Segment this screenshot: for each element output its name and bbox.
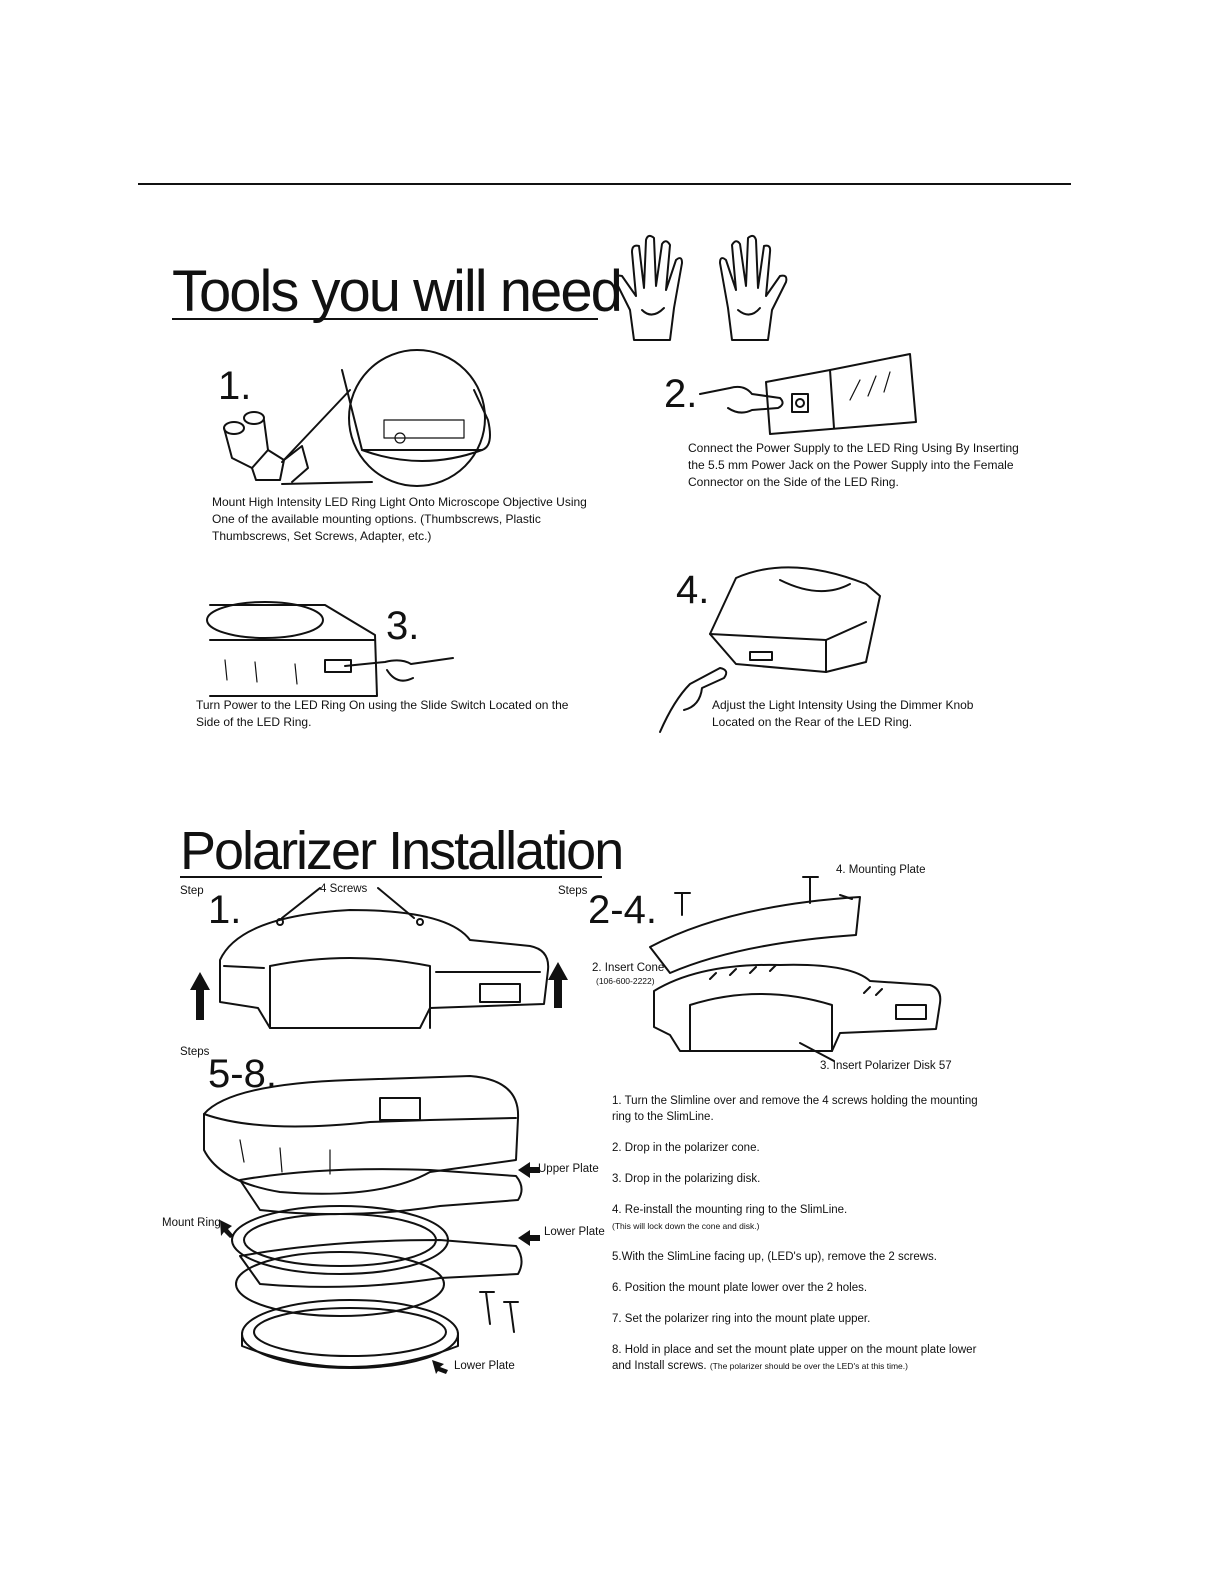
polarizer-title-underline (180, 876, 602, 878)
label-4-screws: 4 Screws (320, 883, 368, 895)
microscope-illustration (223, 349, 491, 487)
label-mount-ring: Mount Ring (162, 1217, 221, 1229)
instruction-5: 5.With the SlimLine facing up, (LED's up… (612, 1251, 937, 1263)
step2-caption: Connect the Power Supply to the LED Ring… (688, 441, 1019, 489)
instruction-7: 7. Set the polarizer ring into the mount… (612, 1313, 871, 1325)
label-polarizer-disk: 3. Insert Polarizer Disk 57 (820, 1060, 952, 1072)
label-upper-plate: Upper Plate (538, 1163, 599, 1175)
step3-caption: Turn Power to the LED Ring On using the … (196, 698, 569, 729)
dimmer-knob-illustration (659, 566, 881, 733)
step2-number: 2. (664, 372, 698, 416)
slide-switch-illustration (206, 601, 454, 697)
step3-number: 3. (386, 604, 420, 648)
instruction-2: 2. Drop in the polarizer cone. (612, 1142, 760, 1154)
exploded-assembly-illustration (203, 1075, 540, 1374)
instruction-8-note: (The polarizer should be over the LED's … (709, 1361, 908, 1371)
label-cone-part-number: (106-600-2222) (596, 976, 655, 986)
instruction-3: 3. Drop in the polarizing disk. (612, 1173, 761, 1185)
label-lower-plate-upper: Lower Plate (544, 1226, 605, 1238)
header-rule (138, 183, 1071, 185)
instruction-4-note: (This will lock down the cone and disk.) (612, 1221, 760, 1231)
step-label-2: Steps (558, 885, 588, 897)
instruction-6: 6. Position the mount plate lower over t… (612, 1282, 868, 1294)
step4-number: 4. (676, 568, 710, 612)
tools-title-underline (172, 318, 598, 320)
slimline-underside-illustration (190, 887, 568, 1029)
polarizer-instructions: 1. Turn the Slimline over and remove the… (612, 1093, 992, 1389)
power-jack-illustration (699, 353, 917, 435)
label-lower-plate-bottom: Lower Plate (454, 1360, 515, 1372)
gloves-icon (614, 234, 788, 341)
step4-caption: Adjust the Light Intensity Using the Dim… (712, 698, 974, 729)
instruction-8: 8. Hold in place and set the mount plate… (612, 1344, 977, 1372)
polarizer-step1-number: 1. (208, 888, 242, 932)
polarizer-steps2-4-number: 2-4. (588, 888, 657, 932)
label-mounting-plate: 4. Mounting Plate (836, 864, 926, 876)
instruction-4: 4. Re-install the mounting ring to the S… (612, 1204, 848, 1231)
polarizer-assembly-illustration (649, 876, 942, 1062)
step1-caption: Mount High Intensity LED Ring Light Onto… (212, 495, 587, 543)
polarizer-title: Polarizer Installation (180, 821, 624, 881)
step-label-1: Step (180, 885, 204, 897)
step-label-3: Steps (180, 1046, 210, 1058)
tools-title: Tools you will need (172, 259, 623, 324)
label-insert-cone: 2. Insert Cone (592, 962, 665, 974)
step1-number: 1. (218, 364, 252, 408)
instruction-1: 1. Turn the Slimline over and remove the… (612, 1095, 978, 1123)
